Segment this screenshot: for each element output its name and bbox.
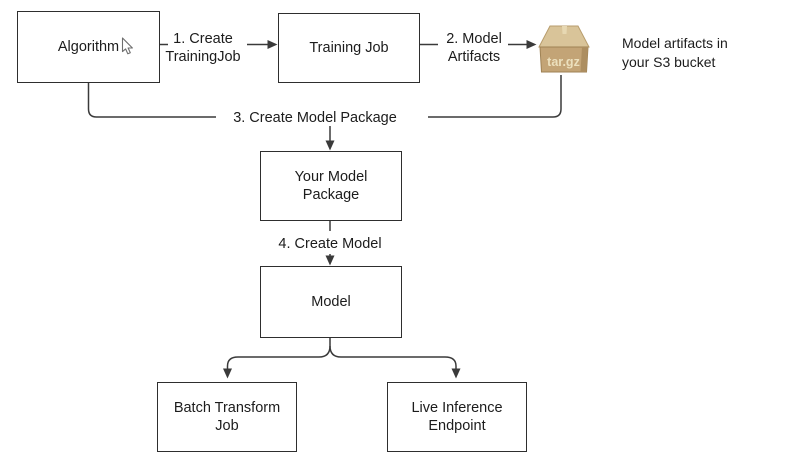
node-live-inference-endpoint: Live Inference Endpoint (387, 382, 527, 452)
targz-package-icon: tar.gz (538, 25, 590, 73)
node-label: Batch Transform Job (173, 400, 281, 434)
edge-model-to-endpoint (329, 345, 461, 379)
edge-step3-right (428, 75, 562, 118)
node-training-job: Training Job (278, 13, 420, 83)
edge-label-create-model: 4. Create Model (278, 236, 382, 252)
node-label: Live Inference Endpoint (411, 400, 503, 434)
node-model: Model (260, 266, 402, 338)
node-batch-transform-job: Batch Transform Job (157, 382, 297, 452)
package-side-shade (580, 47, 588, 72)
edge-step3-left (87, 81, 216, 118)
node-your-model-package: Your Model Package (260, 151, 402, 221)
edge-label-model-artifacts: 2. Model Artifacts (446, 31, 502, 65)
node-label: Model (311, 294, 351, 310)
edge-model-to-batch (223, 336, 331, 379)
s3-note: Model artifacts in your S3 bucket (622, 35, 728, 70)
mouse-cursor-icon (121, 37, 133, 55)
node-label: Algorithm (57, 39, 120, 55)
edge-label-create-model-package: 3. Create Model Package (233, 110, 397, 126)
package-lid (538, 25, 590, 48)
node-label: Your Model Package (294, 169, 368, 203)
edge-label-create-trainingjob: 1. Create TrainingJob (165, 31, 241, 65)
package-tape (562, 26, 567, 34)
node-algorithm: Algorithm (17, 11, 160, 83)
node-label: Training Job (309, 40, 389, 56)
targz-label: tar.gz (547, 55, 580, 69)
